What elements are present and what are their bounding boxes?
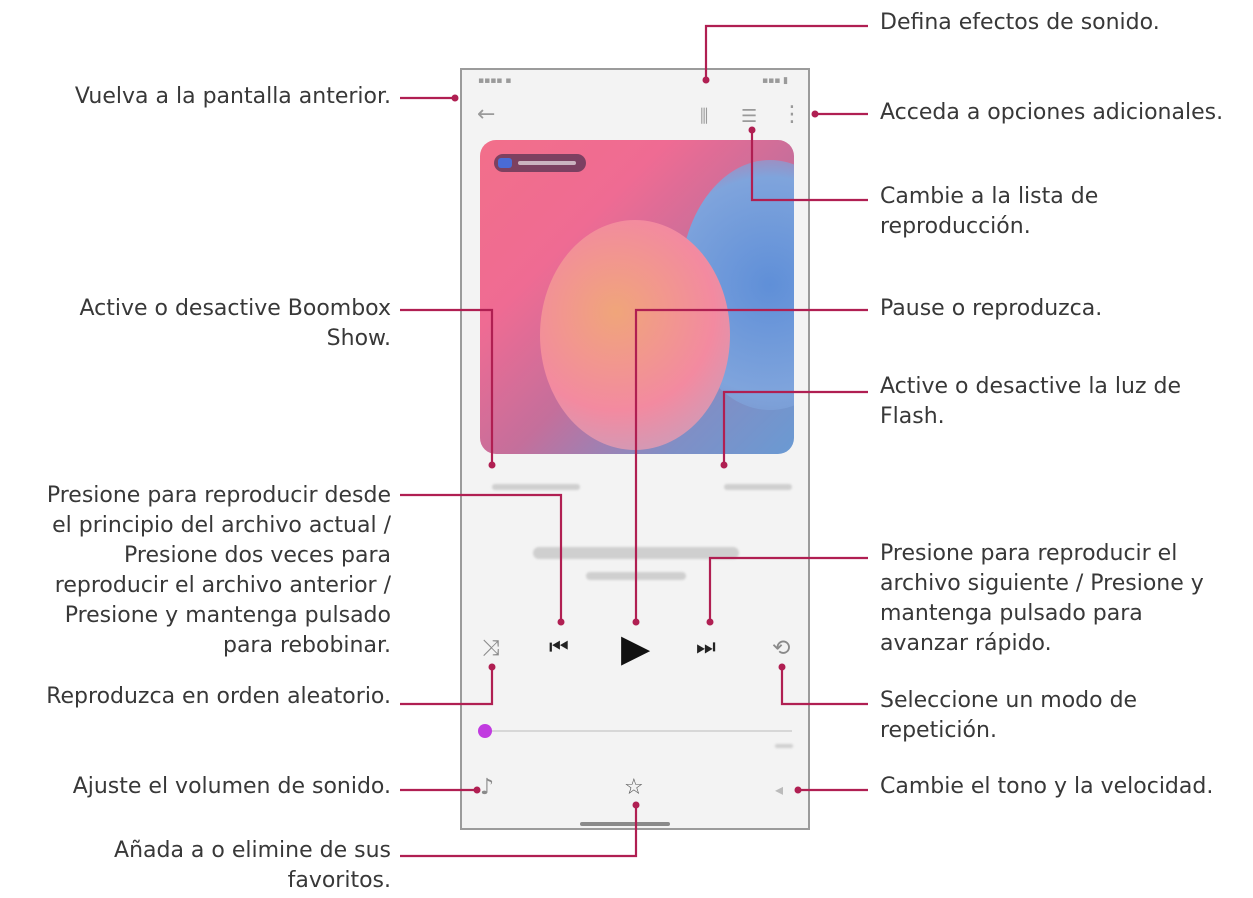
shuffle-icon[interactable]: ⤨	[482, 636, 500, 661]
label-back: Vuelva a la pantalla anterior.	[74, 84, 391, 109]
leader-favorites-dot	[632, 801, 640, 809]
status-bar-time: ▪▪▪▪ ▪	[478, 76, 512, 86]
leader-previous-dot	[557, 618, 565, 626]
equalizer-icon[interactable]: ⫼	[700, 106, 709, 127]
leader-flash	[722, 390, 868, 465]
playlist-icon[interactable]: ☰	[741, 106, 758, 127]
label-previous: Presione para reproducir desde el princi…	[46, 483, 391, 658]
label-play-pause: Pause o reproduzca.	[880, 296, 1103, 321]
boombox-show-toggle[interactable]	[492, 484, 580, 490]
more-options-icon[interactable]: ⋮	[781, 102, 803, 127]
repeat-icon[interactable]: ⟲	[772, 636, 791, 661]
leader-next-dot	[706, 618, 714, 626]
leader-playlist	[750, 130, 868, 202]
leader-next	[708, 556, 868, 622]
progress-track[interactable]	[488, 730, 792, 732]
label-pitch-speed: Cambie el tono y la velocidad.	[880, 774, 1214, 799]
duration-label	[775, 744, 793, 748]
leader-playlist-dot	[748, 126, 756, 134]
progress-handle[interactable]	[478, 724, 492, 738]
leader-repeat	[780, 667, 868, 706]
favorite-star-icon[interactable]: ☆	[624, 775, 644, 800]
leader-sound-effects-dot	[702, 76, 710, 84]
label-more-options: Acceda a opciones adicionales.	[880, 100, 1224, 125]
leader-play-pause	[634, 308, 868, 622]
play-button[interactable]: ▶	[621, 626, 651, 670]
pitch-speed-icon[interactable]: ◂	[775, 780, 784, 799]
leader-boombox	[400, 308, 494, 465]
previous-icon[interactable]: ⏮	[549, 635, 569, 660]
leader-more-options-dot	[811, 110, 819, 118]
leader-previous	[400, 493, 563, 622]
label-next: Presione para reproducir el archivo sigu…	[880, 541, 1204, 656]
label-volume: Ajuste el volumen de sonido.	[72, 774, 391, 799]
next-icon[interactable]: ⏭	[696, 635, 716, 660]
leader-volume-dot	[473, 786, 481, 794]
home-indicator	[580, 822, 670, 826]
back-arrow-icon[interactable]: ←	[477, 102, 496, 127]
leader-repeat-dot	[778, 663, 786, 671]
leader-favorites	[400, 805, 638, 858]
status-bar-battery: ▪▪▪ ▮	[762, 76, 789, 86]
leader-sound-effects	[704, 24, 868, 80]
leader-boombox-dot	[488, 461, 496, 469]
leader-pitch-speed-dot	[794, 786, 802, 794]
volume-icon[interactable]: ♪	[480, 775, 495, 800]
label-shuffle: Reproduzca en orden aleatorio.	[46, 684, 391, 709]
leader-play-pause-dot	[632, 618, 640, 626]
leader-back-dot	[451, 94, 459, 102]
flash-light-toggle[interactable]	[724, 484, 792, 490]
leader-shuffle-dot	[488, 663, 496, 671]
leader-flash-dot	[720, 461, 728, 469]
label-sound-effects: Defina efectos de sonido.	[880, 10, 1160, 35]
leader-shuffle	[400, 667, 494, 706]
boombox-badge	[494, 154, 586, 172]
